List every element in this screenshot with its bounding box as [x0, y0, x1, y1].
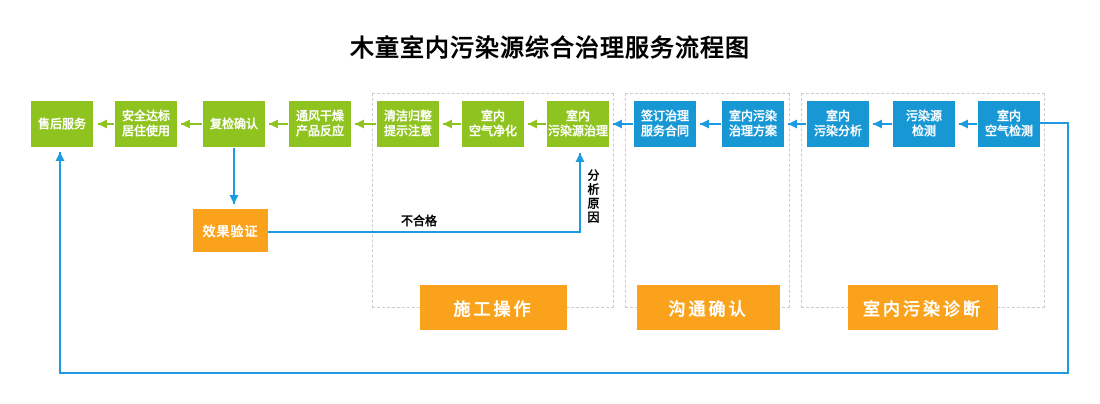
node-effect-verification: 效果验证	[193, 209, 268, 252]
node-recheck-confirmation: 复检确认	[203, 101, 265, 147]
edge-label-analyze-cause: 分析原因	[586, 169, 600, 225]
node-treatment-plan: 室内污染 治理方案	[722, 101, 784, 147]
node-safe-standard-occupancy: 安全达标 居住使用	[115, 101, 177, 147]
group-label-communication-confirmation: 沟通确认	[637, 285, 780, 330]
group-label-indoor-pollution-diagnosis: 室内污染诊断	[848, 285, 998, 330]
edge-label-fail: 不合格	[401, 214, 438, 228]
node-pollution-source-treatment: 室内 污染源治理	[547, 101, 609, 147]
node-indoor-air-purification: 室内 空气净化	[462, 101, 524, 147]
node-indoor-air-detection: 室内 空气检测	[978, 101, 1040, 147]
node-after-sales-service: 售后服务	[31, 101, 93, 147]
node-ventilation-product-react: 通风干燥 产品反应	[289, 101, 351, 147]
arrow-outer-loop-to-after-sales	[55, 122, 1069, 374]
arrow-fail-feedback-loop	[268, 153, 585, 233]
node-cleanup-reminder: 清洁归整 提示注意	[377, 101, 439, 147]
group-label-construction-operation: 施工操作	[420, 285, 567, 330]
node-pollution-source-detection: 污染源 检测	[893, 101, 955, 147]
node-indoor-pollution-analysis: 室内 污染分析	[807, 101, 869, 147]
page-title: 木童室内污染源综合治理服务流程图	[350, 35, 750, 62]
node-sign-service-contract: 签订治理 服务合同	[634, 101, 696, 147]
